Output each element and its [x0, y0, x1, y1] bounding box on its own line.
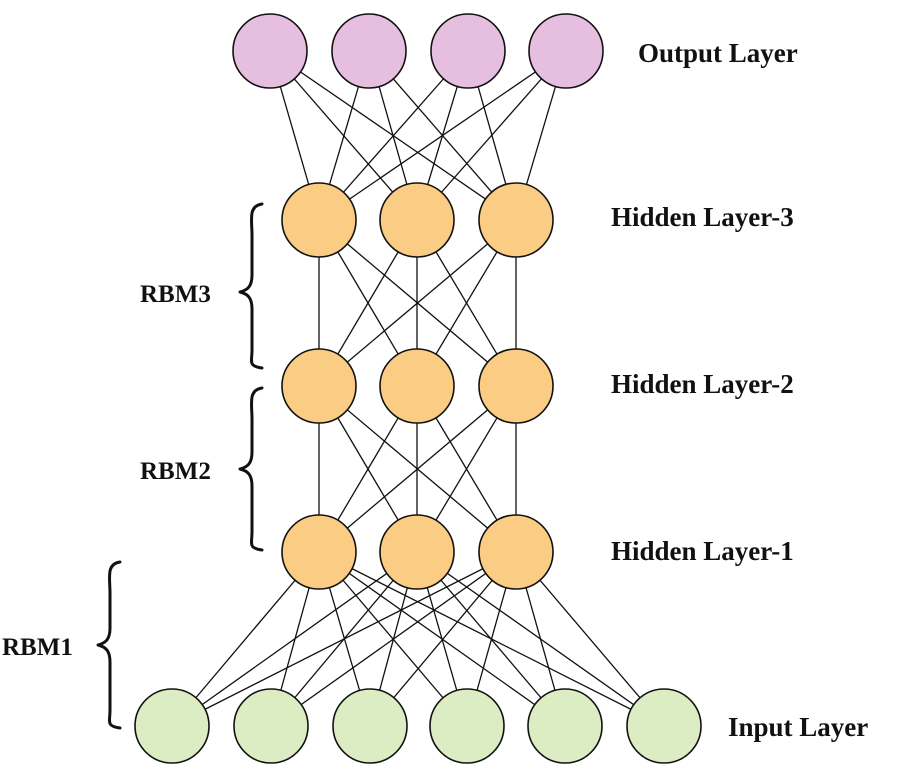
edge-hidden1-2-input-2 — [369, 551, 517, 727]
hidden-layer-3-label: Hidden Layer-3 — [611, 202, 794, 232]
hidden-layer-1-label: Hidden Layer-1 — [611, 536, 794, 566]
input-node-2 — [233, 688, 309, 764]
edge-hidden1-2-input-0 — [171, 551, 517, 727]
edge-output-3-hidden3-0 — [318, 50, 567, 221]
edge-hidden1-2-input-1 — [270, 551, 517, 727]
neurons — [134, 13, 702, 764]
output-layer-label: Output Layer — [638, 38, 798, 68]
hidden3-node-1 — [281, 182, 357, 258]
input-node-3 — [332, 688, 408, 764]
hidden1-node-1 — [281, 514, 357, 590]
hidden1-node-2 — [379, 514, 455, 590]
input-node-5 — [527, 688, 603, 764]
hidden2-node-2 — [379, 348, 455, 424]
rbm3-brace — [238, 202, 264, 370]
output-node-2 — [331, 13, 407, 89]
hidden2-node-1 — [281, 348, 357, 424]
rbm3-label: RBM3 — [140, 281, 211, 308]
output-node-4 — [528, 13, 604, 89]
edge-hidden2-2-hidden1-0 — [318, 385, 517, 553]
rbm1-brace — [96, 560, 122, 730]
edge-hidden1-2-input-5 — [515, 551, 665, 727]
hidden3-node-3 — [478, 182, 554, 258]
edge-hidden1-0-input-0 — [171, 551, 320, 727]
edge-hidden3-2-hidden2-0 — [318, 219, 517, 387]
rbm1-label: RBM1 — [2, 634, 73, 661]
hidden2-node-3 — [478, 348, 554, 424]
input-layer-label: Input Layer — [728, 712, 868, 742]
hidden-layer-2-label: Hidden Layer-2 — [611, 369, 794, 399]
hidden1-node-3 — [478, 514, 554, 590]
input-node-1 — [134, 688, 210, 764]
rbm2-brace — [238, 386, 264, 552]
output-node-1 — [232, 13, 308, 89]
hidden3-node-2 — [379, 182, 455, 258]
input-node-6 — [626, 688, 702, 764]
input-node-4 — [429, 688, 505, 764]
rbm2-label: RBM2 — [140, 458, 211, 485]
output-node-3 — [430, 13, 506, 89]
edge-hidden1-1-input-0 — [171, 551, 418, 727]
